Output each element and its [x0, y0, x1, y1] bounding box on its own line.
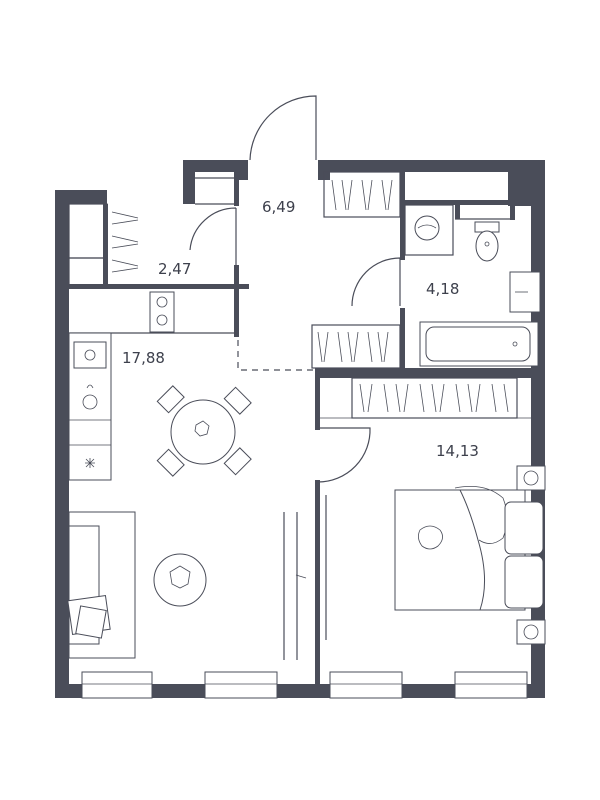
toilet-icon	[474, 221, 500, 262]
room-area-hallway: 6,49	[262, 198, 295, 216]
room-area-storage: 2,47	[158, 260, 191, 278]
kitchen-sink-icon	[73, 341, 107, 369]
sofa	[67, 511, 136, 659]
bathroom-fixtures	[414, 215, 541, 367]
room-area-bathroom: 4,18	[426, 280, 459, 298]
room-area-bedroom: 14,13	[436, 442, 479, 460]
kitchen	[68, 291, 175, 481]
bed	[394, 485, 544, 611]
stove-icon	[149, 291, 175, 333]
lamp-icon	[523, 470, 539, 486]
wardrobe-hatching	[111, 179, 509, 413]
internal-walls	[68, 171, 545, 684]
windows	[81, 671, 528, 699]
room-area-kitchen-living: 17,88	[122, 349, 165, 367]
dining-table	[156, 385, 252, 477]
sparkle-icon	[85, 458, 95, 468]
bathtub-icon	[419, 321, 539, 367]
nightstand-top	[516, 465, 546, 491]
washing-machine-icon	[414, 215, 440, 241]
animal-print-icon	[418, 525, 443, 550]
tap-icon	[82, 394, 98, 410]
lamp-icon	[523, 624, 539, 640]
doors	[189, 95, 401, 660]
nightstand-bottom	[516, 619, 546, 645]
rug	[153, 553, 207, 607]
